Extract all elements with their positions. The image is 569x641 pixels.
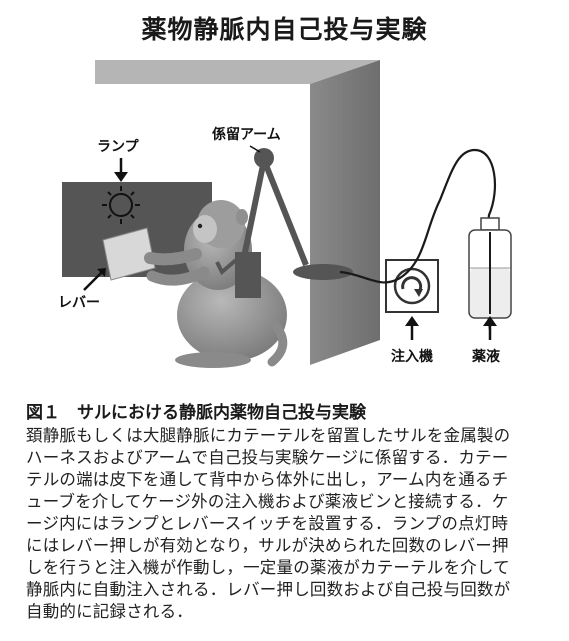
caption-line: ージ内にはランプとレバースイッチを設置する．ランプの点灯時 (26, 514, 509, 533)
tether-arm (215, 148, 353, 298)
caption-body: 頚静脈もしくは大腿静脈にカテーテルを留置したサルを金属製の ハーネスおよびアーム… (26, 425, 554, 623)
lever-arrow (83, 268, 106, 291)
lamp-arrow (114, 158, 128, 182)
lamp-label: ランプ (97, 139, 139, 155)
injector-arrow (405, 316, 419, 340)
lamp-icon (102, 186, 140, 224)
experiment-diagram (62, 60, 512, 368)
caption-line: テルの端は皮下を通して背中から体外に出し，アーム内を通るチ (26, 470, 509, 489)
caption-line: ハーネスおよびアームで自己投与実験ケージに係留する．カテー (26, 448, 509, 467)
caption-line: 頚静脈もしくは大腿静脈にカテーテルを留置したサルを金属製の (26, 426, 511, 445)
caption-line: しを行うと注入機が作動し，一定量の薬液がカテーテルを介して (26, 558, 510, 577)
caption-line: にはレバー押しが有効となり，サルが決められた回数のレバー押 (26, 536, 509, 555)
drug-arrow (483, 316, 497, 340)
diagram-title: 薬物静脈内自己投与実験 (141, 15, 428, 44)
caption-title: 図１ サルにおける静脈内薬物自己投与実験 (26, 403, 366, 423)
drug-label: 薬液 (472, 349, 500, 365)
cage-roof (95, 60, 380, 84)
caption-line: 静脈内に自動注入される．レバー押し回数および自己投与回数が (26, 580, 511, 599)
drug-bottle (468, 217, 512, 319)
figure-caption: 図１ サルにおける静脈内薬物自己投与実験 頚静脈もしくは大腿静脈にカテーテルを留… (26, 398, 554, 623)
caption-line: 自動的に記録される． (26, 602, 193, 621)
arm-label: 係留アーム (212, 127, 281, 143)
lever-icon (102, 227, 156, 281)
caption-line: ューブを介してケージ外の注入機および薬液ビンと接続する．ケ (26, 492, 509, 511)
lever-label: レバー (58, 295, 100, 311)
arm-pointer (249, 145, 261, 153)
cage-side-wall (310, 60, 380, 365)
injector-label: 注入機 (391, 349, 433, 365)
